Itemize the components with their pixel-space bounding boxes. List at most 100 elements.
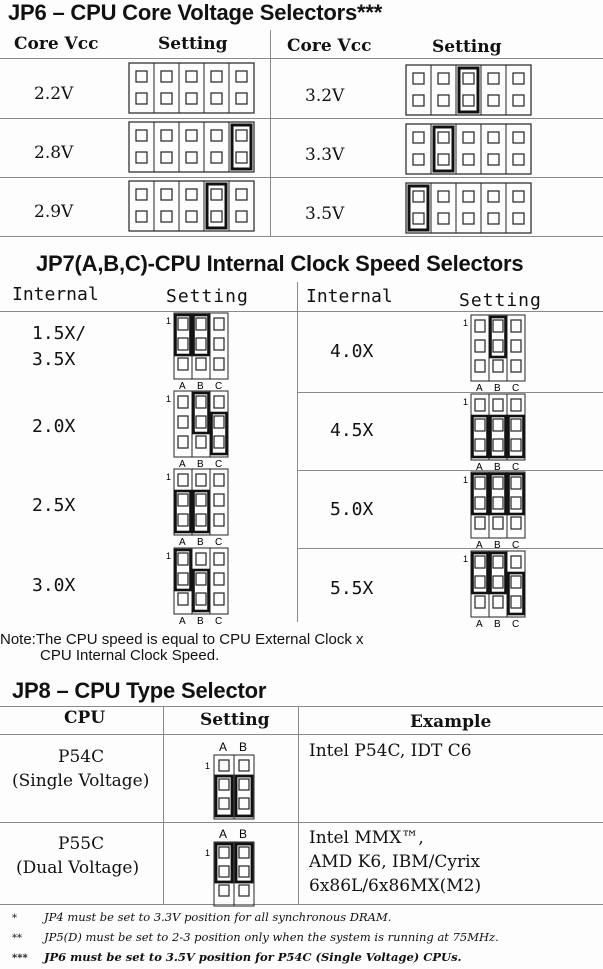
jumper-pin <box>213 357 225 371</box>
jumper-pin <box>437 131 450 144</box>
footnote-text: JP4 must be set to 3.3V position for all… <box>44 910 392 924</box>
jumper-pin <box>135 70 148 83</box>
footnote-mark: *** <box>12 953 28 964</box>
footnote-mark: * <box>12 913 17 924</box>
column-label: A <box>476 462 483 473</box>
jumper-pin <box>510 398 522 412</box>
jumper-pin <box>213 493 225 507</box>
jumper-pin <box>487 153 500 166</box>
jp7-ratio-label: 3.0X <box>32 575 76 596</box>
jumper-pin <box>177 513 189 527</box>
jumper-pin <box>512 131 525 144</box>
jp7-ratio-label: 2.0X <box>32 416 76 437</box>
jumper-pin <box>492 438 504 452</box>
jumper-cap <box>234 842 254 884</box>
pin-one-label: 1 <box>463 397 468 407</box>
jp6-bottom-rule <box>0 236 603 237</box>
jumper-pin <box>462 72 475 85</box>
jp7-col-internal-right: Internal <box>306 286 393 307</box>
jumper-pin <box>185 70 198 83</box>
jumper-pin <box>135 210 148 223</box>
jumper-pin <box>437 72 450 85</box>
jp8-example: Intel MMX™, <box>309 828 424 848</box>
jumper-pin <box>510 476 522 490</box>
jumper-pin <box>474 319 486 333</box>
jp8-col-divider <box>298 706 299 904</box>
jumper-pin <box>437 212 450 225</box>
jumper-pin <box>512 190 525 203</box>
column-label: C <box>215 459 222 470</box>
jp6-voltage-label: 2.2V <box>34 84 74 104</box>
jumper-header-outline <box>405 123 532 175</box>
jumper-pin <box>218 778 230 791</box>
jumper-pin <box>492 575 504 589</box>
jumper-pin <box>160 70 173 83</box>
jp7-note-line-2: CPU Internal Clock Speed. <box>40 647 220 664</box>
jumper-pin <box>185 188 198 201</box>
jumper-pin <box>213 552 225 566</box>
jumper-pin <box>487 131 500 144</box>
jumper-pin <box>474 339 486 353</box>
jumper-header-outline <box>173 547 229 615</box>
jumper-cap <box>507 571 525 616</box>
jumper-pin <box>412 94 425 107</box>
jumper-pin <box>412 190 425 203</box>
jumper-pin <box>492 339 504 353</box>
jumper-pin <box>492 359 504 373</box>
jumper-pin <box>492 418 504 432</box>
jp7-ratio-label: 4.5X <box>330 420 374 441</box>
jumper-pin <box>218 759 230 772</box>
column-label: A <box>219 827 227 841</box>
jumper-pin <box>238 797 250 810</box>
jp8-example: AMD K6, IBM/Cyrix <box>309 852 481 872</box>
jp8-header-rule <box>0 734 603 735</box>
jumper-cap <box>234 774 254 818</box>
jp8-cpu-label: P55C <box>58 834 105 854</box>
jumper-pin <box>213 513 225 527</box>
jumper-pin <box>177 592 189 606</box>
jumper-pin <box>218 884 230 897</box>
jumper-cap <box>489 551 507 595</box>
jumper-cap <box>214 774 234 818</box>
column-label: A <box>476 619 483 630</box>
jumper-pin <box>238 865 250 878</box>
column-label: B <box>494 540 501 551</box>
jumper-pin <box>210 70 223 83</box>
jumper-pin <box>213 572 225 586</box>
pin-one-label: 1 <box>463 318 468 328</box>
jp6-row-rule <box>0 118 603 119</box>
jumper-pin <box>210 188 223 201</box>
jp7-ratio-label: 3.5X <box>32 349 76 370</box>
jp7-center-divider <box>297 282 298 622</box>
jumper-pin <box>510 319 522 333</box>
jumper-cap <box>230 123 253 171</box>
jumper-pin <box>437 94 450 107</box>
jumper-pin <box>195 493 207 507</box>
jp8-title: JP8 – CPU Type Selector <box>12 678 267 703</box>
jumper-pin <box>135 129 148 142</box>
pin-one-label: 1 <box>205 761 210 771</box>
jumper-pin <box>213 592 225 606</box>
jumper-header-outline <box>173 312 229 380</box>
jumper-pin <box>437 190 450 203</box>
jp7-col-setting-left: Setting <box>166 286 249 307</box>
jumper-pin <box>412 72 425 85</box>
jumper-pin <box>437 153 450 166</box>
jumper-pin <box>195 415 207 429</box>
jp7-title: JP7(A,B,C)-CPU Internal Clock Speed Sele… <box>36 251 524 276</box>
jumper-pin <box>135 151 148 164</box>
jumper-pin <box>177 493 189 507</box>
column-label: B <box>239 740 247 754</box>
jumper-pin <box>474 516 486 530</box>
column-label: A <box>179 459 186 470</box>
jp6-col-setting-left: Setting <box>158 34 228 54</box>
jumper-pin <box>510 555 522 569</box>
column-label: B <box>197 616 204 627</box>
jumper-pin <box>510 575 522 589</box>
jumper-pin <box>177 395 189 409</box>
jumper-pin <box>195 513 207 527</box>
column-label: A <box>476 383 483 394</box>
jumper-pin <box>492 595 504 609</box>
jumper-pin <box>213 473 225 487</box>
jumper-pin <box>412 212 425 225</box>
